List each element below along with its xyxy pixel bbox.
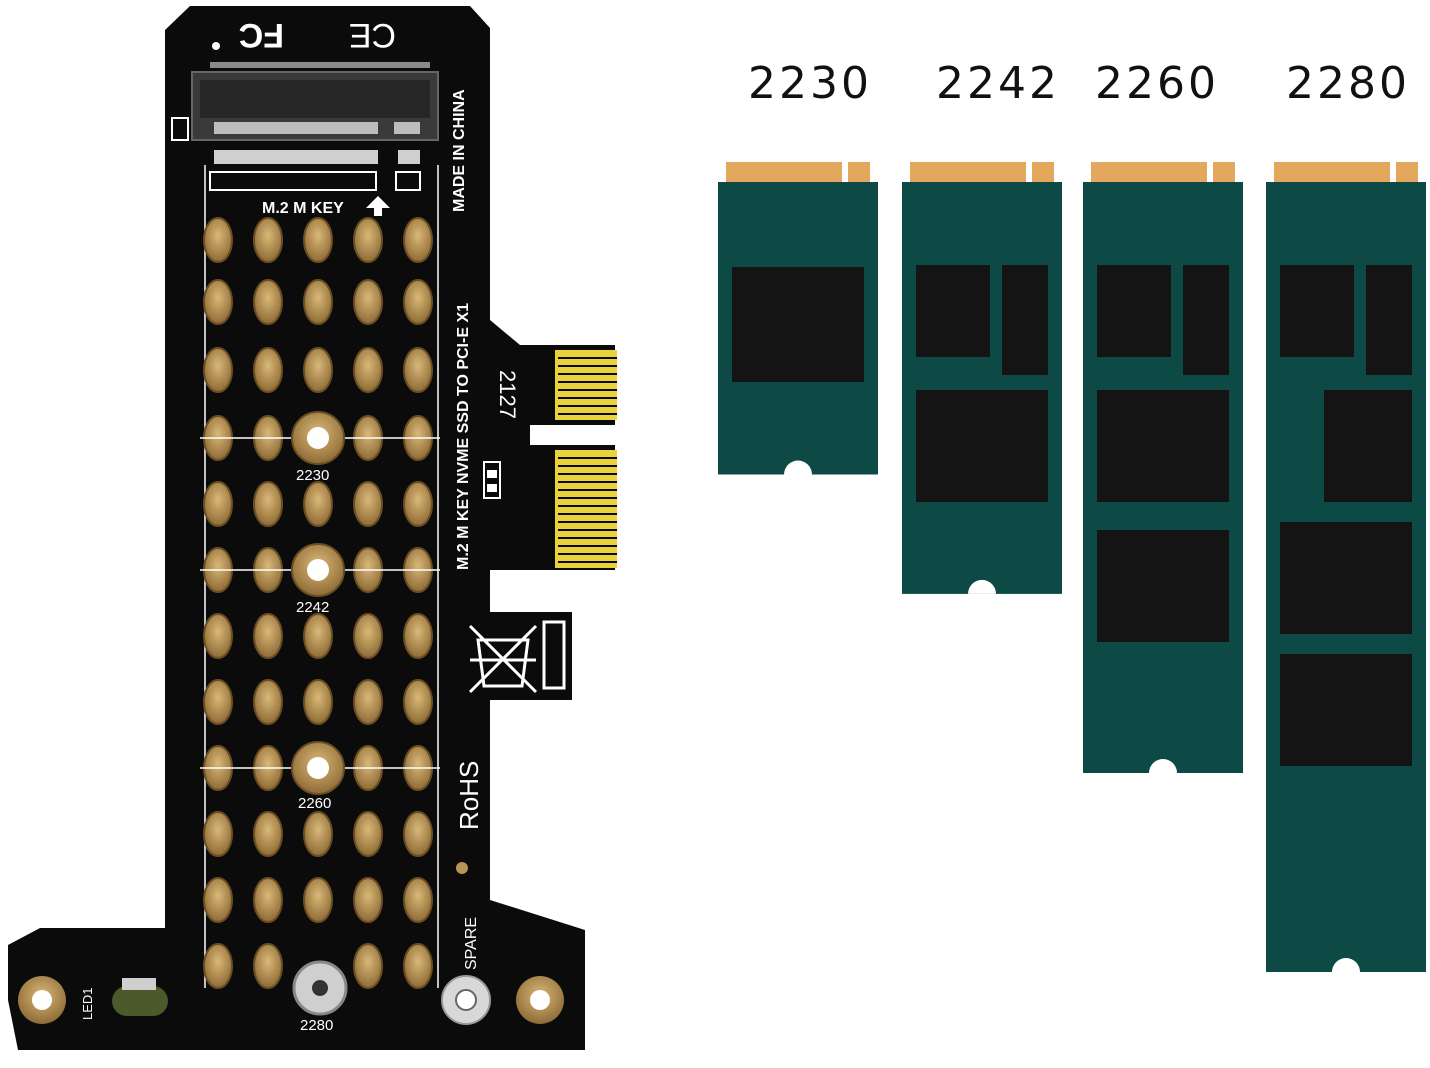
ssd-body-2242 bbox=[902, 182, 1062, 594]
ssd-nand-2242-0 bbox=[916, 390, 1048, 502]
ssd-controller-2280 bbox=[1280, 265, 1354, 357]
mount-label-2242: 2242 bbox=[296, 599, 329, 616]
bracket-hole-left bbox=[18, 976, 66, 1024]
ssd-dram-2242 bbox=[1002, 265, 1048, 375]
arrow-up-icon bbox=[366, 196, 390, 216]
ssd-nand-2280-2 bbox=[1280, 654, 1412, 766]
product-text: M.2 M KEY NVME SSD TO PCI-E X1 bbox=[455, 303, 472, 570]
ssd-label-2230: 2230 bbox=[748, 58, 872, 109]
mount-label-2260: 2260 bbox=[298, 795, 331, 812]
mount-label-2230: 2230 bbox=[296, 467, 329, 484]
pcb-outline bbox=[8, 6, 615, 1050]
origin-text: MADE IN CHINA bbox=[451, 89, 468, 212]
ssd-key-notch-2230 bbox=[842, 162, 848, 186]
date-code: 2127 bbox=[495, 370, 520, 419]
ssd-size-comparison: 2230 2242 2260 2280 bbox=[718, 58, 1426, 972]
ssd-dram-2260 bbox=[1183, 265, 1229, 375]
ssd-controller-2242 bbox=[916, 265, 990, 357]
fcc-logo-icon: FC bbox=[239, 16, 284, 54]
ce-logo-icon: CE bbox=[349, 16, 396, 54]
led-indicator bbox=[112, 978, 168, 1016]
ssd-screw-notch-2280 bbox=[1332, 958, 1360, 972]
ssd-chip-2230 bbox=[732, 267, 864, 382]
ssd-nand-2260-1 bbox=[1097, 530, 1229, 642]
spare-text: SPARE bbox=[463, 917, 480, 970]
ssd-screw-notch-2242 bbox=[968, 579, 996, 594]
ssd-dram-2280 bbox=[1366, 265, 1412, 375]
spare-standoff bbox=[441, 975, 491, 1025]
mount-hole-2260 bbox=[291, 741, 345, 795]
led-text: LED1 bbox=[80, 987, 95, 1020]
rohs-text: RoHS bbox=[454, 761, 484, 830]
ssd-screw-notch-2230 bbox=[784, 460, 812, 475]
svg-text:CE: CE bbox=[349, 16, 396, 54]
ssd-label-2280: 2280 bbox=[1286, 58, 1410, 109]
pcie-adapter-board: FC CE M.2 M KEY MADE IN CHINA M.2 M KEY … bbox=[8, 6, 617, 1050]
ssd-label-2242: 2242 bbox=[936, 58, 1060, 109]
svg-text:FC: FC bbox=[239, 16, 284, 54]
weee-bin-icon bbox=[468, 620, 566, 694]
ssd-label-2260: 2260 bbox=[1095, 58, 1219, 109]
ssd-nand-2280-1 bbox=[1280, 522, 1412, 634]
ssd-key-notch-2260 bbox=[1207, 162, 1213, 186]
m2-connector bbox=[191, 62, 439, 164]
ssd-nand-2260-0 bbox=[1097, 390, 1229, 502]
pcie-gold-fingers bbox=[555, 350, 617, 568]
mount-hole-2242 bbox=[291, 543, 345, 597]
standoff-pad-grid bbox=[203, 217, 433, 989]
ssd-key-notch-2280 bbox=[1390, 162, 1396, 186]
bracket-hole-right bbox=[516, 976, 564, 1024]
mount-label-2280: 2280 bbox=[300, 1017, 333, 1034]
ssd-controller-2260 bbox=[1097, 265, 1171, 357]
ssd-key-notch-2242 bbox=[1026, 162, 1032, 186]
mount-hole-2230 bbox=[291, 411, 345, 465]
ssd-nand-2280-0 bbox=[1324, 390, 1412, 502]
mount-standoff-2280 bbox=[292, 960, 348, 1016]
ssd-screw-notch-2260 bbox=[1149, 759, 1177, 773]
connector-label: M.2 M KEY bbox=[262, 200, 344, 217]
